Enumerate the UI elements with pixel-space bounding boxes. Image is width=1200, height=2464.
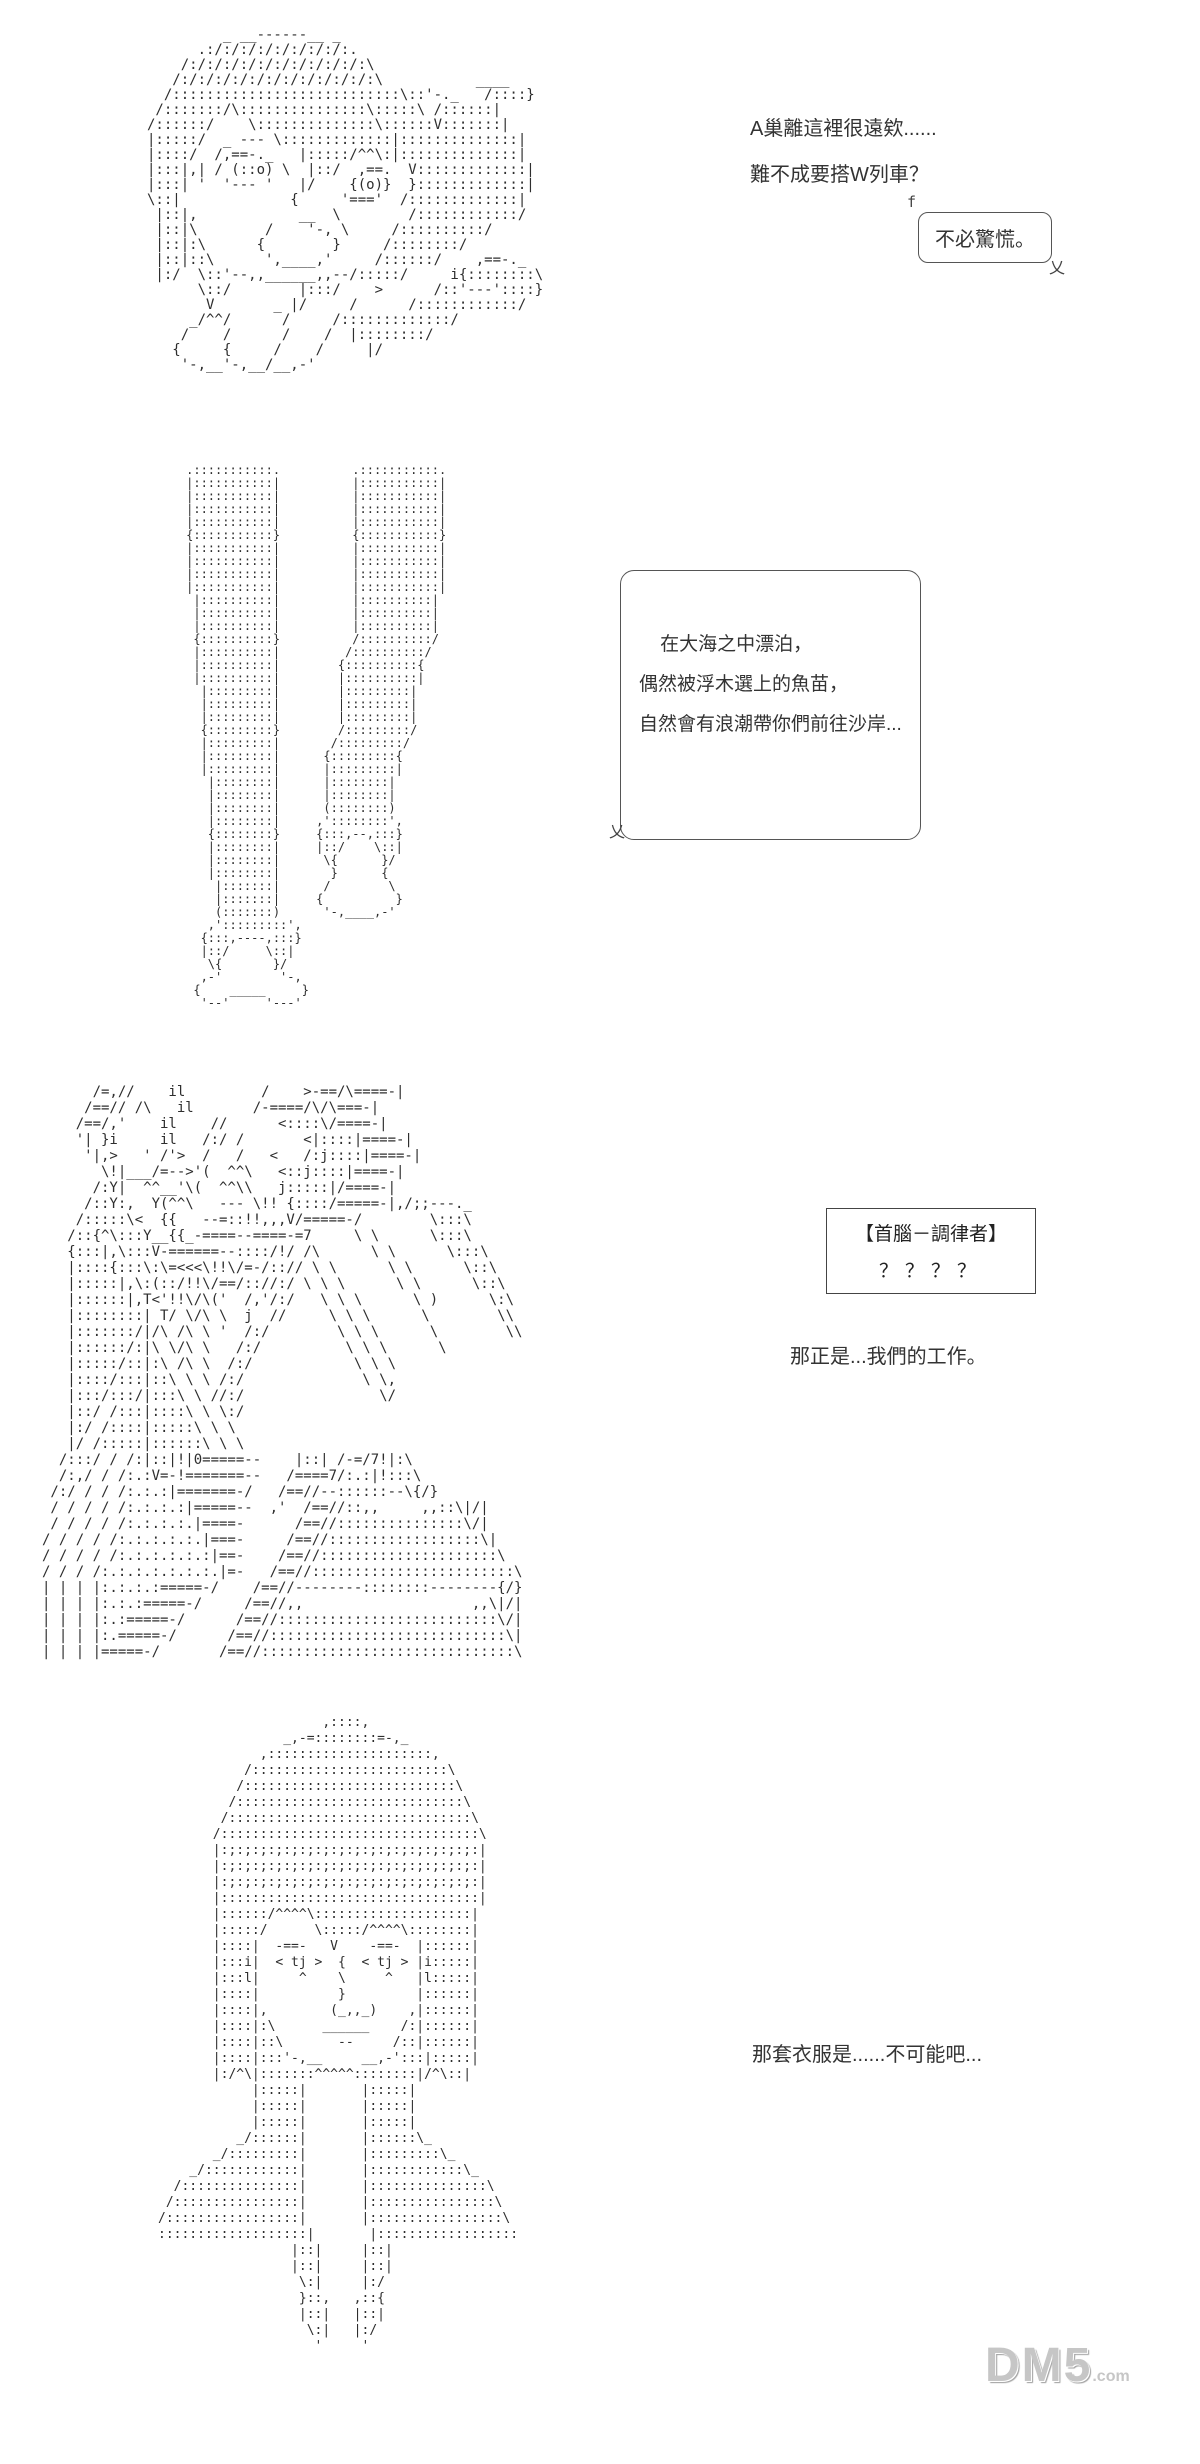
dm5-logo-text: DM5 xyxy=(985,2339,1093,2392)
panel-1-dialogue-line-2: 難不成要搭W列車？ xyxy=(750,164,929,186)
panel-4-ascii-art: ,::::, _,-=::::::::=-,_ ,:::::::::::::::… xyxy=(158,1715,519,2354)
panel-1-ascii-art: _ __------__ _ .:/:/:/:/:/:/:/:/:. /:/:/… xyxy=(147,27,544,373)
bubble-2-tail-icon: 乂 xyxy=(609,824,626,841)
panel-3-caption: 那正是...我們的工作。 xyxy=(790,1346,987,1368)
character-label-title: 【首腦－調律者】 xyxy=(854,1224,1007,1245)
speech-bubble-1-text: 不必驚慌。 xyxy=(935,229,1035,251)
panel-1-dialogue-line-1: A巢離這裡很遠欸...... xyxy=(750,118,937,140)
bubble-1-prefix-mark: f xyxy=(907,193,917,211)
panel-3-ascii-art: /=,// il / >-==/\====-| /==// /\ il /-==… xyxy=(42,1084,523,1660)
panel-4-caption: 那套衣服是......不可能吧... xyxy=(752,2044,983,2066)
speech-bubble-1: f 不必驚慌。 乂 xyxy=(907,193,1065,277)
character-label-box: 【首腦－調律者】 ？？？？ xyxy=(826,1208,1036,1294)
bubble-1-tail-icon: 乂 xyxy=(1048,260,1065,277)
character-label-mystery: ？？？？ xyxy=(878,1261,983,1282)
speech-bubble-2: 在大海之中漂泊， 偶然被浮木選上的魚苗， 自然會有浪潮帶你們前往沙岸... 乂 xyxy=(609,570,921,841)
dm5-logo-suffix: .com xyxy=(1092,2368,1130,2385)
dm5-watermark: DM5 .com xyxy=(985,2338,1130,2393)
panel-2-ascii-art: .:::::::::::. .:::::::::::. |:::::::::::… xyxy=(186,463,447,1010)
speech-bubble-2-text: 在大海之中漂泊， 偶然被浮木選上的魚苗， 自然會有浪潮帶你們前往沙岸... xyxy=(639,634,902,735)
